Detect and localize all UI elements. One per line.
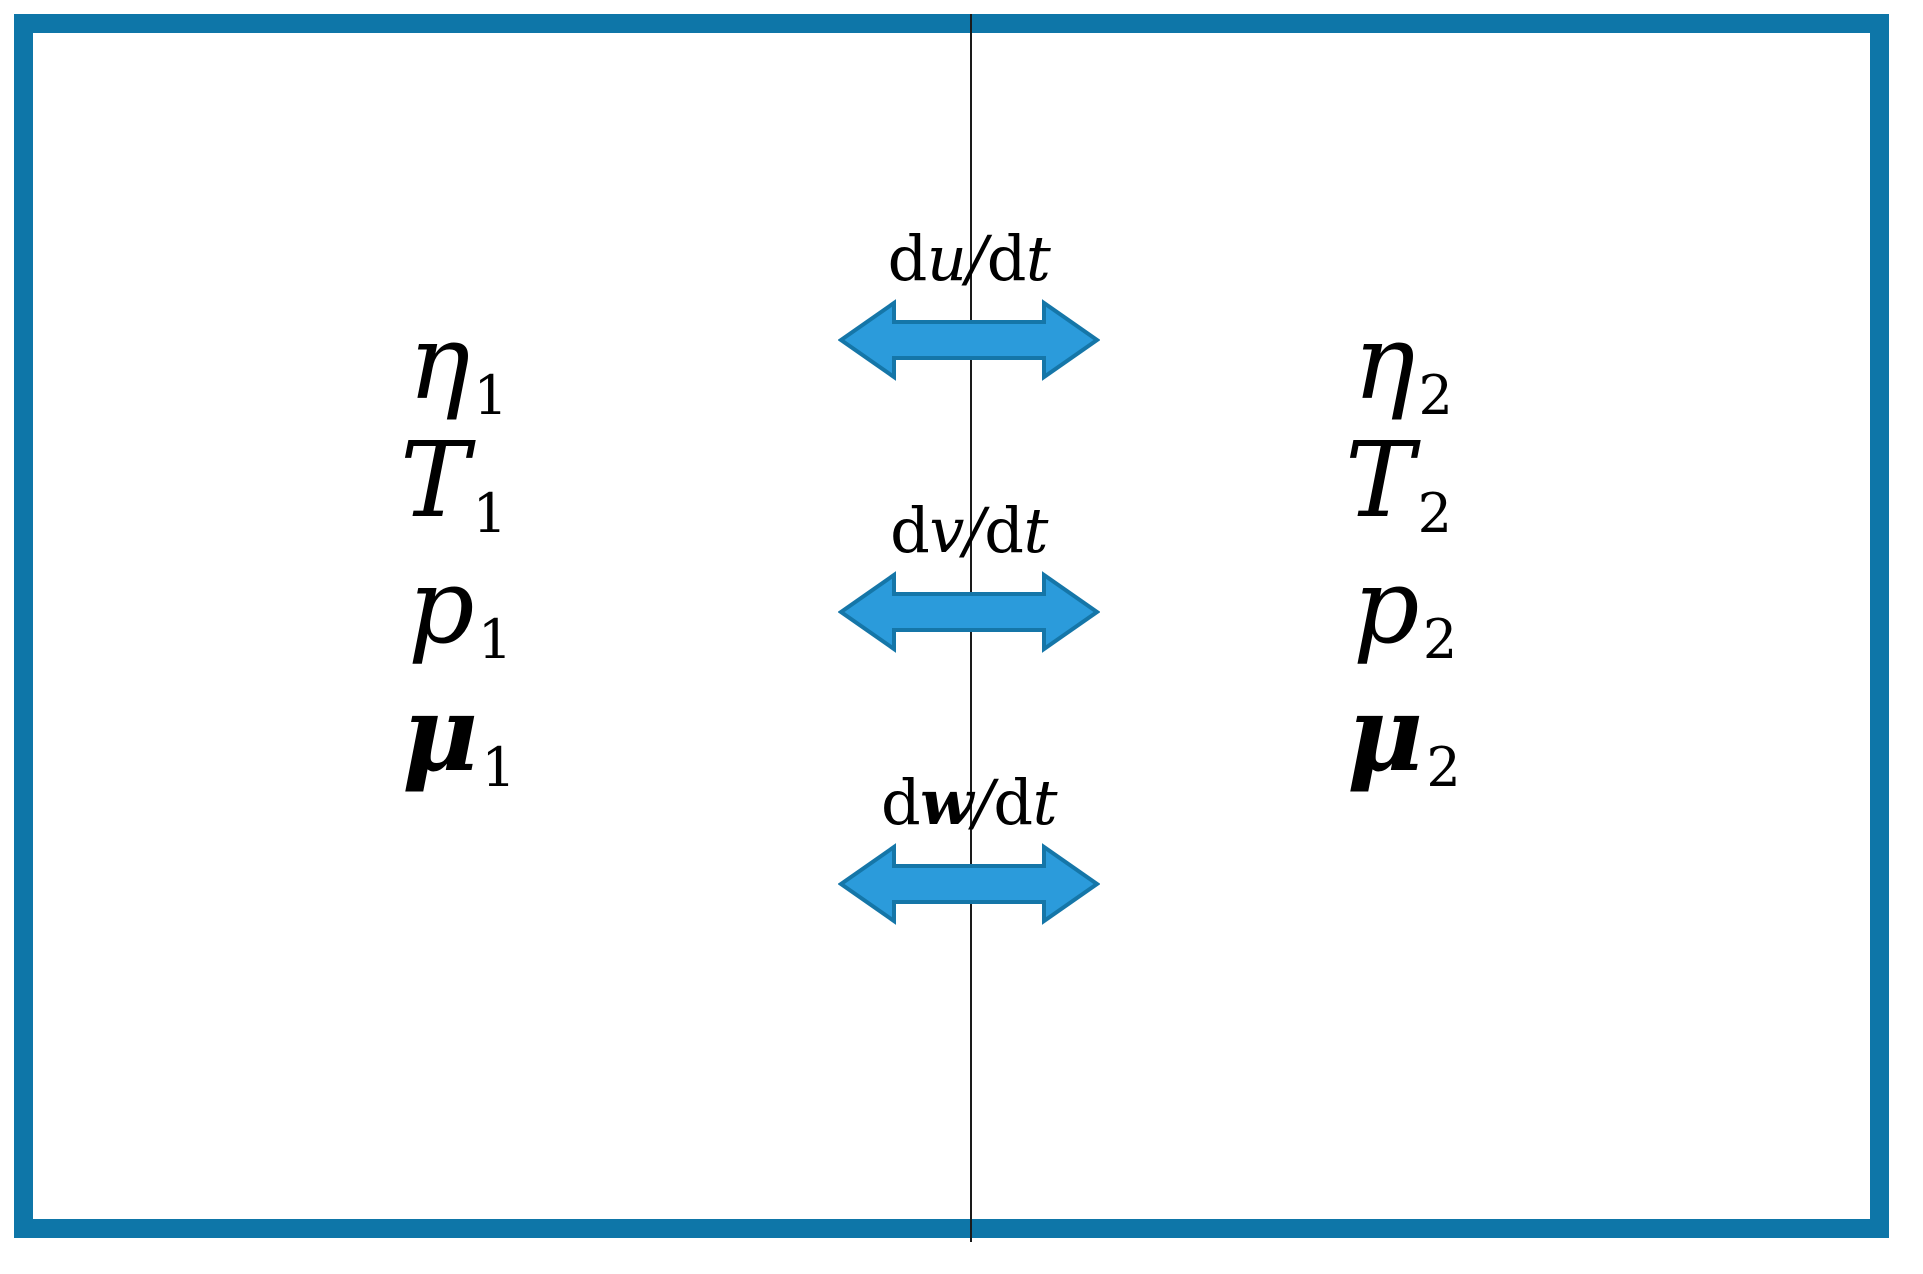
subscript-1: 1	[473, 364, 508, 428]
symbol-pressure: p	[1353, 545, 1420, 667]
subscript-1: 1	[472, 482, 508, 546]
flux-group-du-dt: du/dt	[838, 228, 1100, 386]
symbol-temperature: T	[1345, 419, 1415, 541]
flux-variable-w: w	[920, 766, 974, 839]
division-slash: /	[966, 222, 987, 295]
flux-label-dw-dt: dw/dt	[881, 772, 1058, 834]
division-slash: /	[973, 766, 994, 839]
double-headed-arrow-icon	[838, 571, 1100, 653]
subscript-1: 1	[477, 608, 513, 672]
differential-d: d	[880, 766, 921, 839]
subscript-1: 1	[481, 736, 516, 800]
subscript-2: 2	[1422, 608, 1458, 672]
flux-label-du-dt: du/dt	[888, 228, 1051, 290]
symbol-pressure: p	[408, 545, 475, 667]
flux-variable-t: t	[1032, 766, 1058, 839]
symbol-mu: μ	[402, 672, 479, 795]
flux-group-dw-dt: dw/dt	[838, 772, 1100, 930]
differential-d: d	[986, 222, 1027, 295]
differential-d: d	[993, 766, 1033, 839]
flux-variable-v: v	[929, 494, 964, 567]
differential-d: d	[887, 222, 928, 295]
differential-d: d	[984, 494, 1024, 567]
symbol-temperature: T	[400, 419, 470, 541]
symbol-eta: η	[1353, 301, 1416, 423]
flux-variable-u: u	[926, 222, 967, 295]
flux-group-dv-dt: dv/dt	[838, 500, 1100, 658]
subscript-2: 2	[1417, 482, 1453, 546]
flux-variable-t: t	[1025, 222, 1051, 295]
subscript-2: 2	[1426, 736, 1461, 800]
symbol-eta: η	[408, 301, 471, 423]
flux-label-dv-dt: dv/dt	[890, 500, 1048, 562]
differential-d: d	[890, 494, 930, 567]
double-headed-arrow-icon	[838, 299, 1100, 381]
flux-variable-t: t	[1023, 494, 1048, 567]
double-headed-arrow-icon	[838, 843, 1100, 925]
division-slash: /	[963, 494, 985, 567]
subscript-2: 2	[1418, 364, 1453, 428]
symbol-mu: μ	[1347, 672, 1424, 795]
